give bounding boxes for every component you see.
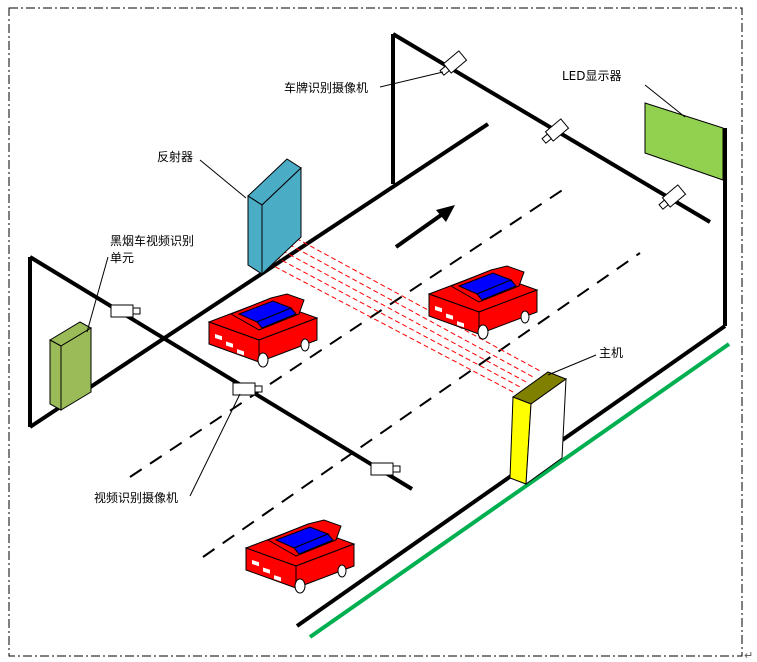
car-icon	[245, 519, 355, 594]
led-display	[644, 102, 724, 181]
label-led-display: LED显示器	[562, 69, 622, 83]
camera-icon	[110, 304, 141, 318]
beam-3	[267, 242, 529, 384]
car-icon	[208, 293, 318, 368]
leader-reflector	[199, 159, 247, 199]
beam-2	[267, 232, 536, 379]
reflector-box	[247, 158, 302, 276]
video-unit-box	[48, 321, 93, 411]
leader-plate-camera	[379, 71, 444, 88]
road-top-edge	[28, 122, 490, 429]
diagram-frame	[8, 7, 743, 657]
camera-icon	[439, 50, 468, 76]
leader-host	[547, 354, 597, 376]
lane-dash-1	[129, 186, 568, 478]
label-host: 主机	[599, 346, 623, 360]
camera-icon	[658, 184, 687, 210]
beam-5	[267, 262, 516, 394]
leader-led	[644, 84, 686, 118]
leader-video-unit	[86, 256, 109, 333]
label-video-unit-1: 黑烟车视频识别	[110, 233, 194, 248]
laser-beams	[267, 222, 543, 394]
leader-video-camera	[189, 393, 241, 497]
label-reflector: 反射器	[157, 149, 193, 164]
road-lines	[28, 122, 727, 628]
arrow-icon	[394, 205, 455, 249]
beam-1	[267, 222, 543, 373]
camera-icon	[232, 382, 263, 396]
video-unit-side	[60, 327, 92, 411]
label-video-unit-2: 单元	[110, 251, 134, 265]
car-icon	[428, 265, 538, 340]
camera-icon	[370, 462, 401, 476]
green-curb	[308, 342, 731, 639]
reflector-front	[247, 195, 263, 275]
host-side	[525, 377, 567, 486]
lane-dash-2	[202, 252, 641, 558]
corner-mark: ↵	[744, 649, 753, 662]
left-gantry-arm	[28, 255, 414, 491]
label-plate-camera: 车牌识别摄像机	[284, 80, 368, 95]
camera-icon	[541, 118, 570, 144]
label-video-camera: 视频识别摄像机	[94, 490, 178, 505]
camera-gantry	[28, 255, 414, 491]
leader-lines	[86, 71, 686, 497]
reflector-side	[261, 166, 302, 276]
plate-gantry	[391, 32, 727, 326]
host-box	[509, 371, 568, 486]
lane-markings	[129, 186, 641, 558]
video-unit-front	[49, 339, 62, 411]
